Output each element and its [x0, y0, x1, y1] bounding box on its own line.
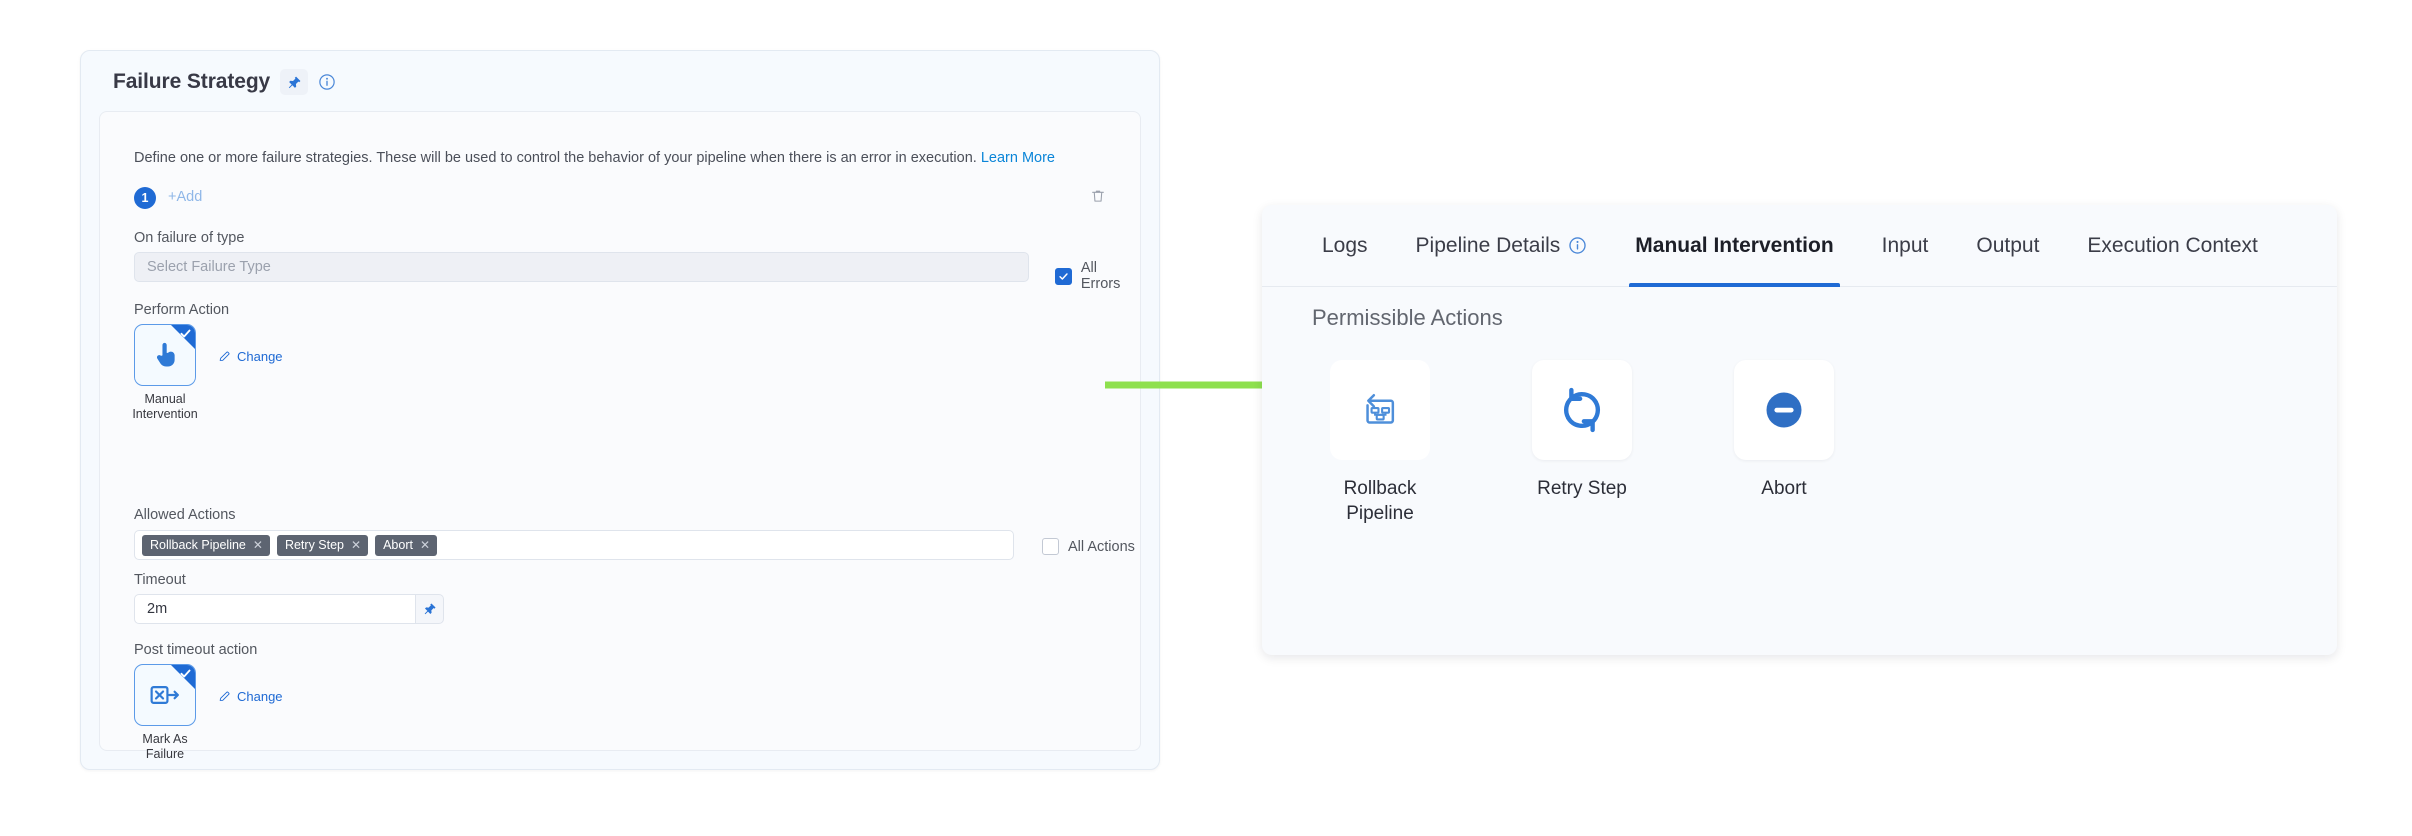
pencil-icon: [219, 691, 230, 701]
failure-type-placeholder: Select Failure Type: [147, 259, 271, 275]
permissible-actions-list: Rollback Pipeline Retry Step: [1310, 360, 1854, 526]
post-timeout-change-button[interactable]: Change: [218, 689, 283, 704]
allowed-actions-input[interactable]: Rollback Pipeline ✕ Retry Step ✕ Abort ✕: [134, 530, 1014, 560]
check-icon: [180, 329, 191, 338]
perform-action-tile[interactable]: [134, 324, 196, 386]
change-label: Change: [237, 689, 283, 704]
tag-chip[interactable]: Retry Step ✕: [276, 534, 369, 556]
all-errors-checkbox[interactable]: [1055, 267, 1072, 285]
tab-execution-context[interactable]: Execution Context: [2063, 205, 2281, 287]
mark-as-failure-icon: [150, 686, 179, 704]
tab-label: Execution Context: [2087, 233, 2258, 257]
timeout-label: Timeout: [134, 572, 186, 588]
tag-label: Abort: [383, 537, 413, 552]
tab-label: Pipeline Details: [1415, 233, 1561, 257]
change-label: Change: [237, 349, 283, 364]
tag-chip[interactable]: Rollback Pipeline ✕: [142, 534, 270, 556]
close-x-icon[interactable]: ✕: [419, 537, 431, 552]
post-timeout-caption-line1: Mark As: [142, 732, 188, 746]
perform-action-caption-line1: Manual: [144, 392, 186, 406]
post-timeout-caption-line2: Failure: [145, 747, 185, 761]
action-abort[interactable]: Abort: [1714, 360, 1854, 526]
pin-icon: [288, 76, 301, 88]
perform-action-change-button[interactable]: Change: [218, 349, 283, 364]
add-strategy-button[interactable]: +Add: [168, 189, 203, 205]
action-tile[interactable]: [1330, 360, 1430, 460]
tag-chip[interactable]: Abort ✕: [375, 534, 438, 556]
strategy-index-badge[interactable]: 1: [134, 187, 156, 209]
abort-minus-circle-icon: [1766, 392, 1802, 428]
card-header: Failure Strategy: [113, 69, 336, 95]
allowed-actions-label: Allowed Actions: [134, 507, 236, 523]
timeout-pin-button[interactable]: [416, 594, 444, 624]
action-label: Abort: [1761, 476, 1806, 501]
failure-type-select[interactable]: Select Failure Type: [134, 252, 1029, 282]
close-x-icon[interactable]: ✕: [351, 537, 362, 552]
perform-action-label: Perform Action: [134, 302, 230, 318]
pointing-hand-icon: [156, 342, 175, 367]
on-failure-of-type-label: On failure of type: [134, 230, 245, 246]
post-timeout-action-label: Post timeout action: [134, 642, 258, 658]
tab-output[interactable]: Output: [1952, 205, 2063, 287]
tab-pipeline-details[interactable]: Pipeline Details: [1392, 205, 1612, 287]
tab-bar: Logs Pipeline Details Manual Interventio…: [1262, 205, 2337, 287]
action-label-line1: Abort: [1761, 478, 1807, 499]
timeout-value: 2m: [147, 601, 168, 617]
tab-label: Logs: [1322, 233, 1368, 257]
action-tile[interactable]: [1734, 360, 1834, 460]
tab-label: Input: [1881, 233, 1929, 257]
tab-label: Manual Intervention: [1635, 233, 1834, 257]
description-text: Define one or more failure strategies. T…: [134, 150, 1055, 166]
trash-icon[interactable]: [1090, 188, 1106, 204]
action-tile[interactable]: [1532, 360, 1632, 460]
post-timeout-action-tile[interactable]: [134, 664, 196, 726]
all-actions-checkbox[interactable]: [1042, 538, 1059, 555]
check-icon: [1059, 272, 1068, 280]
step-details-panel: Logs Pipeline Details Manual Interventio…: [1262, 205, 2337, 655]
pencil-icon: [219, 351, 230, 361]
selected-corner: [171, 665, 195, 689]
timeout-input[interactable]: 2m: [134, 594, 416, 624]
action-label: Retry Step: [1537, 476, 1627, 501]
tag-label: Rollback Pipeline: [150, 537, 246, 552]
selected-corner: [171, 325, 195, 349]
info-circle-icon[interactable]: [1568, 236, 1587, 255]
all-errors-label: All Errors: [1080, 260, 1121, 292]
action-label-line2: Pipeline: [1346, 503, 1414, 524]
all-actions-checkbox-row[interactable]: All Actions: [1042, 538, 1135, 555]
failure-strategy-card: Failure Strategy Define one or more fail…: [80, 50, 1160, 770]
all-actions-label: All Actions: [1068, 538, 1135, 555]
check-icon: [180, 669, 191, 678]
green-arrow: [1105, 374, 1323, 396]
perform-action-caption: Manual Intervention: [120, 392, 210, 422]
info-circle-icon[interactable]: [318, 73, 336, 91]
learn-more-link[interactable]: Learn More: [980, 150, 1055, 166]
retry-refresh-icon: [1564, 387, 1600, 433]
all-errors-checkbox-row[interactable]: All Errors: [1055, 260, 1140, 292]
close-x-icon[interactable]: ✕: [252, 537, 263, 552]
tag-label: Retry Step: [284, 537, 345, 552]
action-label-line1: Retry Step: [1537, 478, 1627, 499]
pin-icon: [424, 603, 436, 615]
action-label: Rollback Pipeline: [1344, 476, 1417, 526]
action-rollback-pipeline[interactable]: Rollback Pipeline: [1310, 360, 1450, 526]
permissible-actions-title: Permissible Actions: [1312, 305, 1503, 330]
pin-button[interactable]: [280, 69, 309, 95]
page-title: Failure Strategy: [113, 70, 271, 93]
tab-label: Output: [1976, 233, 2040, 257]
failure-strategy-body: Define one or more failure strategies. T…: [99, 111, 1141, 761]
rollback-pipeline-icon: [1366, 393, 1395, 424]
post-timeout-caption: Mark As Failure: [120, 732, 210, 762]
description-sentence: Define one or more failure strategies. T…: [134, 150, 977, 166]
tab-manual-intervention[interactable]: Manual Intervention: [1611, 205, 1857, 287]
perform-action-caption-line2: Intervention: [132, 407, 198, 421]
action-retry-step[interactable]: Retry Step: [1512, 360, 1652, 526]
tab-input[interactable]: Input: [1858, 205, 1953, 287]
strategy-tab-row: 1 +Add: [134, 187, 1112, 215]
tab-logs[interactable]: Logs: [1298, 205, 1392, 287]
action-label-line1: Rollback: [1343, 478, 1417, 499]
